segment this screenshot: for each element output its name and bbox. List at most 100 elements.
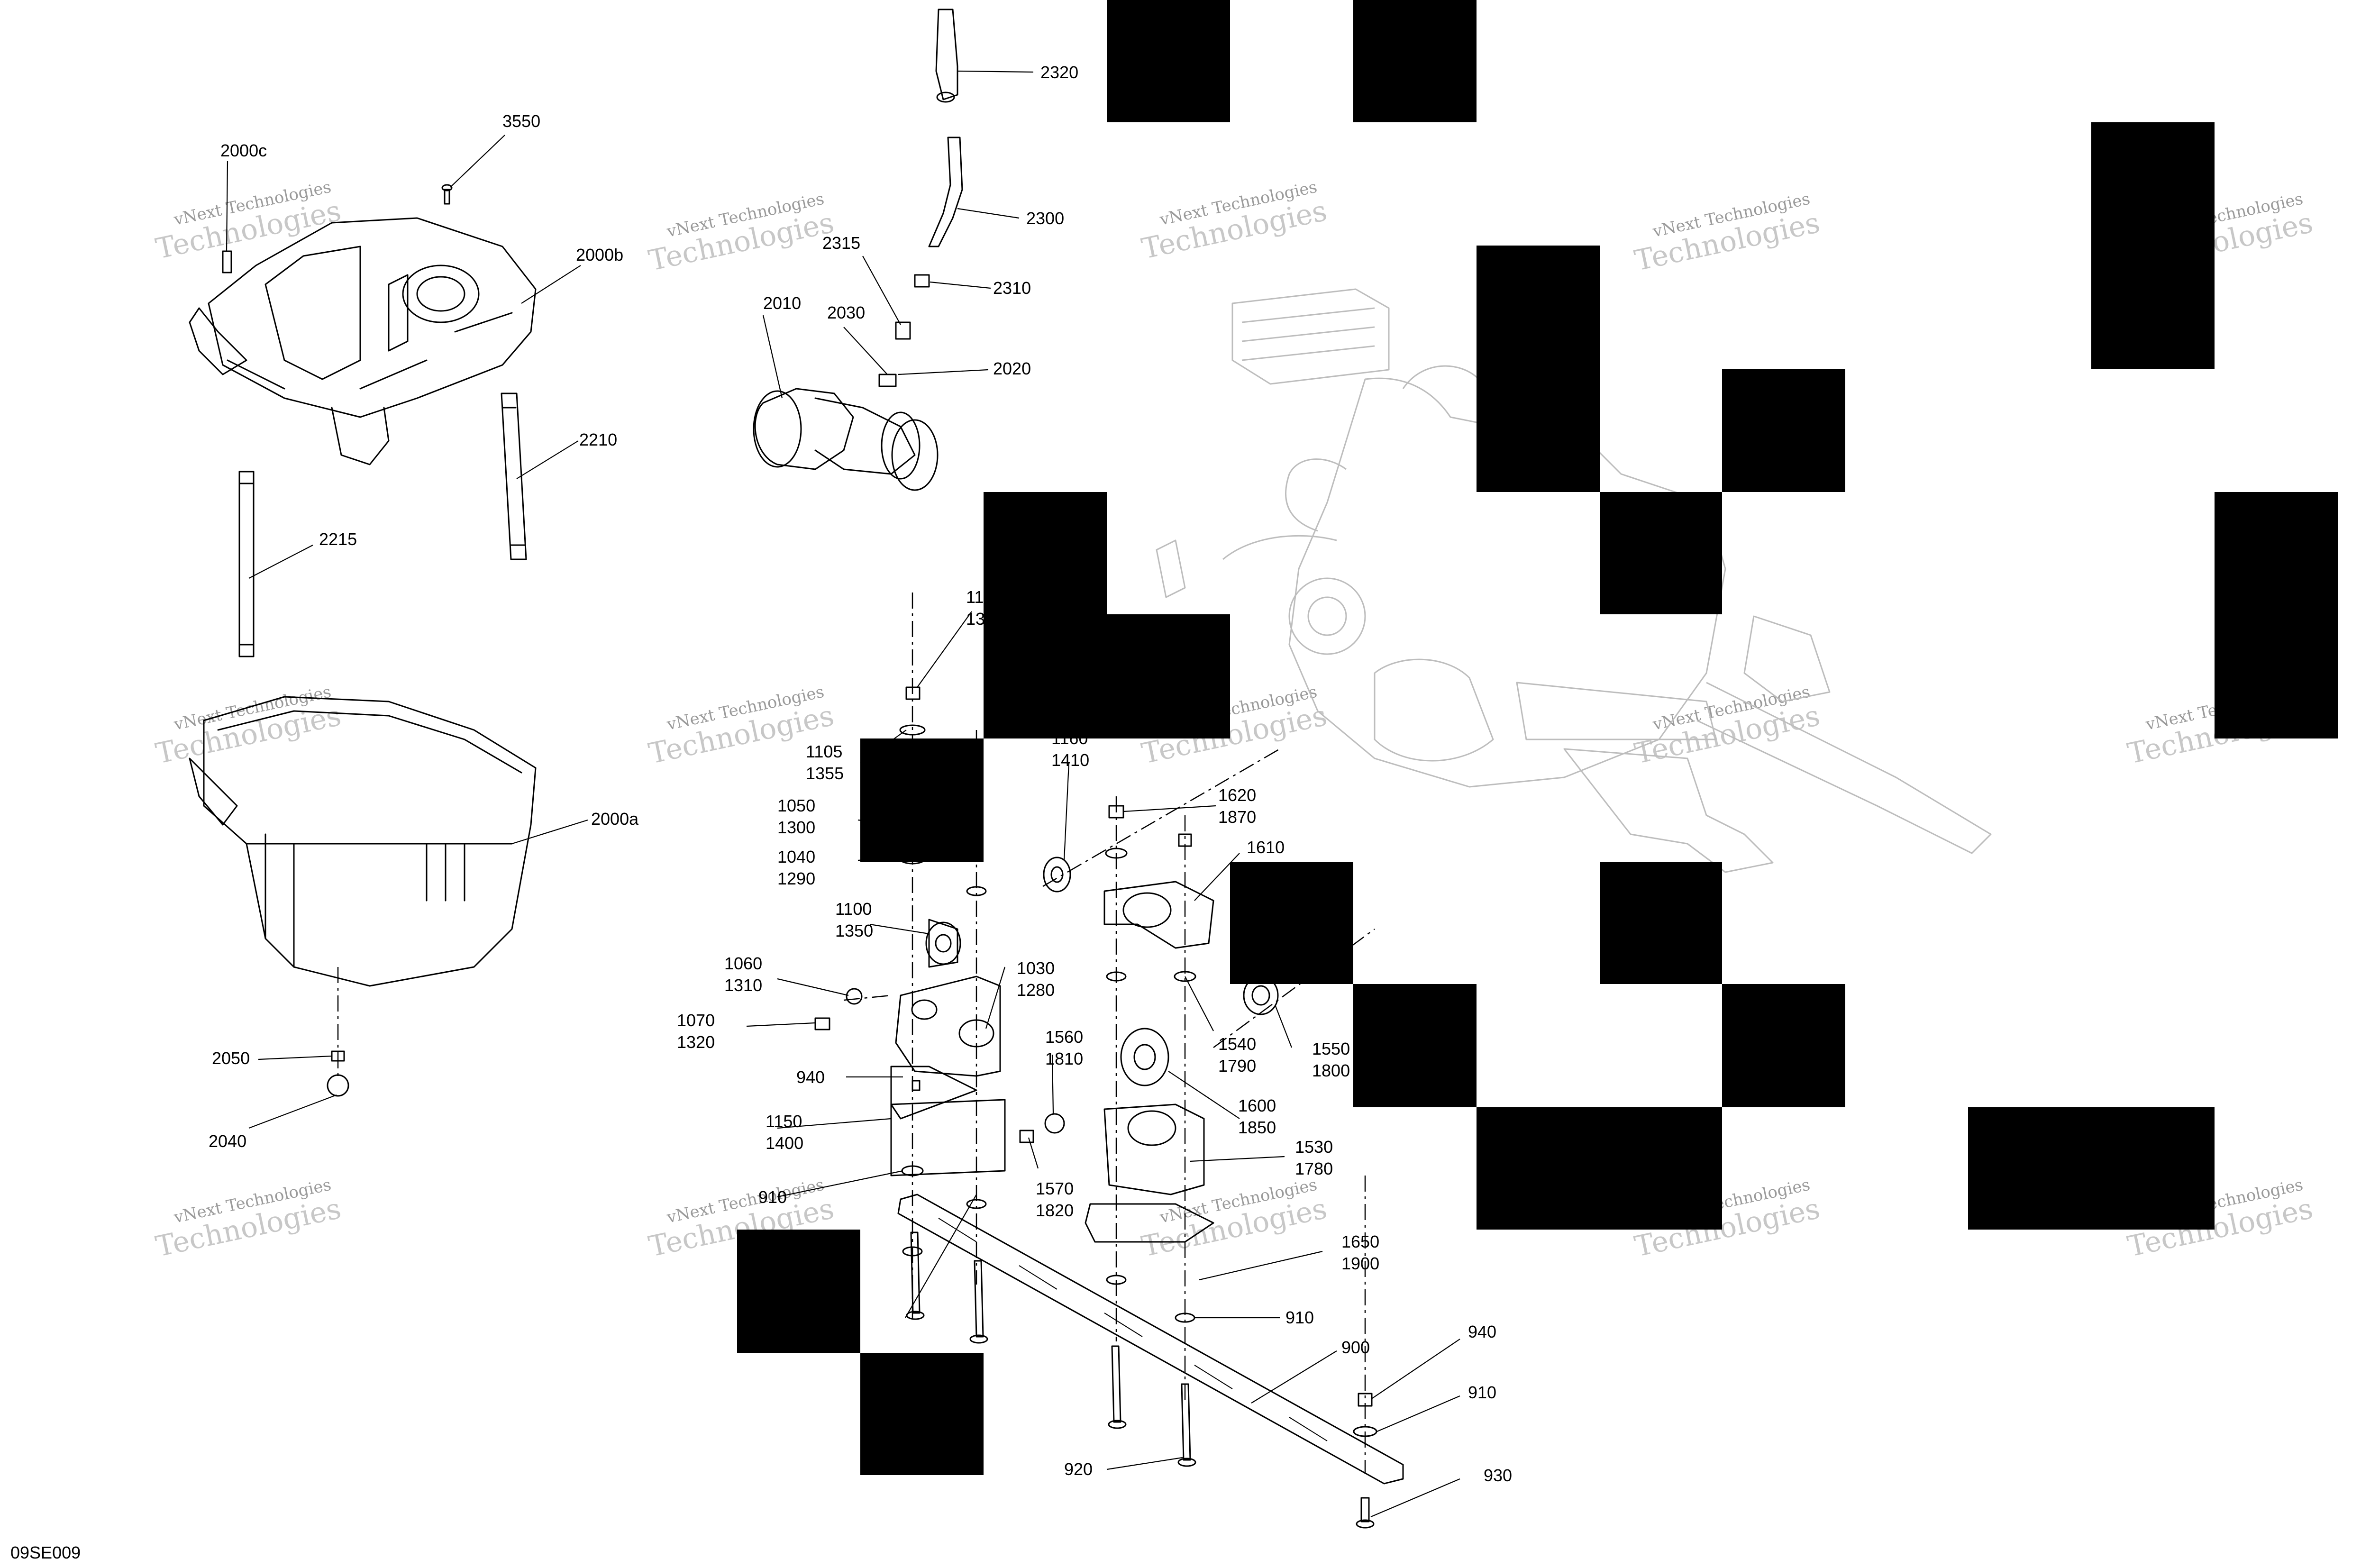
redaction-block: [1353, 984, 1477, 1107]
callout-label: 1100: [835, 899, 872, 919]
engine-ghost-illustration: [1156, 288, 1992, 873]
callout-label: 1810: [1045, 1049, 1083, 1068]
callout-label: 2300: [1026, 209, 1064, 228]
callout-label: 1540: [1218, 1034, 1256, 1054]
breather-hose-part: [928, 9, 963, 247]
callout-label: 1790: [1218, 1056, 1256, 1076]
callout-label: 1410: [1051, 750, 1089, 770]
bolt-part: [1111, 1345, 1121, 1423]
callout-label: 1800: [1312, 1061, 1350, 1080]
callout-label: 1060: [724, 954, 762, 973]
callout-label: 11: [966, 587, 984, 607]
watermark: vNext Technologies Technologies: [153, 682, 344, 770]
callout-label: 1150: [766, 1112, 802, 1131]
callout-label: 1310: [724, 975, 762, 995]
airbox-cover-part: [189, 217, 537, 465]
callout-label: 1620: [1218, 785, 1256, 805]
callout-label: 2310: [993, 278, 1031, 298]
watermark: vNext Technologies Technologies: [153, 1175, 344, 1263]
callout-label: 2000a: [591, 809, 639, 829]
redaction-block: [1477, 1107, 1722, 1230]
callout-label: 2010: [763, 293, 801, 313]
clamp-part: [895, 321, 911, 340]
redaction-block: [1722, 984, 1845, 1107]
watermark: vNext Technologies Technologies: [1139, 1175, 1330, 1263]
watermark: vNext Technologies Technologies: [1139, 177, 1330, 265]
callout-label: 1105: [806, 742, 842, 761]
callout-label: 1610: [1247, 838, 1285, 857]
airbox-lower-part: [189, 696, 537, 987]
callout-label: 940: [796, 1067, 825, 1087]
callout-label: 1870: [1218, 807, 1256, 827]
watermark: vNext Technologies Technologies: [1632, 189, 1823, 277]
callout-label: 2000b: [576, 245, 623, 264]
redaction-block: [1230, 862, 1353, 984]
callout-label: 2210: [579, 430, 617, 449]
callout-label: 920: [1064, 1459, 1093, 1479]
washer-part: [1044, 1113, 1065, 1134]
intake-adapter-part: [753, 388, 939, 491]
redaction-block: [2091, 122, 2215, 369]
callout-label: 1350: [835, 921, 873, 940]
redaction-block: [1107, 614, 1230, 738]
callout-label: 1850: [1238, 1118, 1276, 1137]
callout-label: 1355: [806, 764, 844, 783]
bracket-900-part: [897, 1194, 1404, 1485]
callout-label: 910: [1468, 1383, 1496, 1402]
nut-part: [1358, 1393, 1373, 1407]
callout-label: 1530: [1295, 1137, 1333, 1157]
diagram-code: 09SE009: [10, 1543, 81, 1562]
screw-part: [331, 1050, 345, 1062]
leader-lines: [226, 70, 1460, 1518]
callout-labels: 3550 2000c 2000b 2210 2215 2000a 2050 20…: [10, 63, 1512, 1562]
callout-label: 1600: [1238, 1096, 1276, 1115]
callout-label: 1650: [1341, 1232, 1379, 1251]
redaction-block: [737, 1230, 860, 1353]
callout-label: 2040: [209, 1131, 246, 1151]
callout-label: 2320: [1040, 63, 1078, 82]
callout-label: 940: [1468, 1322, 1496, 1341]
callout-label: 2020: [993, 359, 1031, 378]
clamp-part: [878, 374, 897, 387]
bolt-part: [974, 1260, 984, 1338]
callout-label: 2030: [827, 303, 865, 322]
clamp-part: [914, 274, 930, 288]
bolt-part: [1019, 1130, 1034, 1143]
callout-label: 1030: [1017, 958, 1055, 978]
bolt-part: [1181, 1383, 1191, 1461]
callout-label: 2000c: [220, 141, 267, 160]
callout-label: 2215: [319, 529, 357, 549]
redaction-block: [860, 738, 984, 862]
callout-label: 2050: [212, 1048, 250, 1068]
callout-label: 910: [1285, 1308, 1314, 1327]
callout-label: 1070: [677, 1011, 715, 1030]
callout-label: 1290: [777, 869, 815, 888]
callout-label: 930: [1484, 1466, 1512, 1485]
callout-label: 1820: [1036, 1201, 1074, 1220]
redaction-block: [1107, 0, 1230, 122]
callout-label: 1300: [777, 818, 815, 837]
redaction-block: [1600, 862, 1722, 984]
callout-label: 3550: [502, 111, 540, 131]
callout-label: 13: [966, 609, 985, 629]
redaction-block: [984, 492, 1107, 738]
callout-label: 1050: [777, 796, 815, 815]
callout-label: 910: [758, 1187, 787, 1207]
redaction-block: [1722, 369, 1845, 492]
redaction-block: [1477, 246, 1600, 492]
callout-label: 1400: [766, 1133, 803, 1153]
strap-2210-part: [501, 392, 527, 560]
watermark: vNext Technologies Technologies: [153, 177, 344, 265]
drain-plug-part: [327, 1074, 349, 1097]
fitting-part: [222, 250, 232, 273]
callout-label: 2315: [822, 233, 860, 253]
screw-part: [441, 184, 453, 205]
redaction-block: [1968, 1107, 2215, 1230]
callout-label: 1550: [1312, 1039, 1350, 1058]
callout-label: 1900: [1341, 1254, 1379, 1273]
callout-label: 1570: [1036, 1179, 1074, 1198]
redaction-block: [1600, 492, 1722, 614]
redaction-block: [1353, 0, 1477, 122]
redaction-blocks: [737, 0, 2338, 1475]
